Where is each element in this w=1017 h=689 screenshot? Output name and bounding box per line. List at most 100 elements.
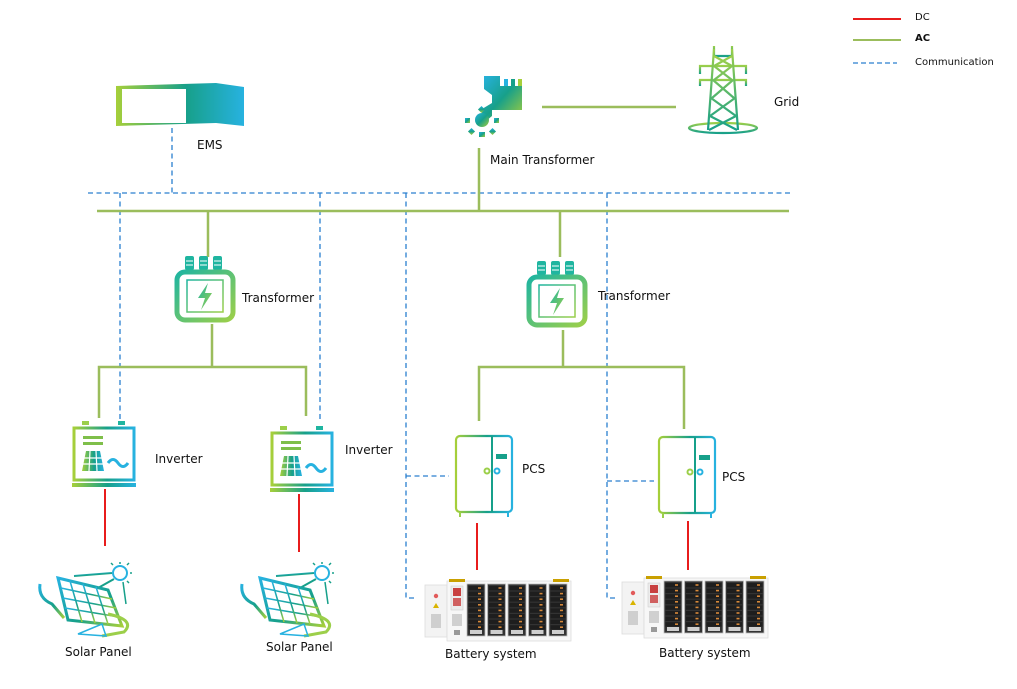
battery-module-led — [695, 595, 699, 597]
battery-module — [550, 591, 566, 596]
battery-vent — [431, 614, 441, 628]
battery-indicator — [433, 593, 439, 599]
battery-module — [706, 599, 722, 605]
battery-module — [530, 597, 545, 602]
battery-module — [747, 594, 763, 599]
battery-module — [727, 616, 742, 621]
battery-module-led — [675, 595, 678, 597]
battery-module — [686, 583, 701, 588]
battery-module-led — [560, 604, 563, 606]
pcs-1-icon — [454, 434, 514, 517]
battery-module — [530, 619, 545, 624]
battery-module — [489, 619, 504, 624]
battery-module-led — [695, 601, 699, 603]
battery-hazard-stripe — [750, 576, 766, 579]
battery-module-led — [498, 598, 502, 600]
battery-warning — [433, 603, 439, 608]
ac-right-branch — [477, 365, 686, 429]
battery-module-led — [519, 587, 522, 589]
battery-module — [686, 616, 701, 621]
battery-module — [530, 586, 545, 591]
battery-rack-label — [708, 627, 720, 631]
solar-panel-2-label: Solar Panel — [266, 640, 333, 654]
battery-rack-label — [728, 627, 741, 631]
battery-module-led — [716, 612, 719, 614]
battery-module — [706, 594, 722, 599]
battery-module — [530, 602, 545, 608]
battery-module — [530, 591, 545, 596]
solar-panel-1-label: Solar Panel — [65, 645, 132, 659]
battery-hazard-stripe — [646, 576, 662, 579]
battery-module-led — [498, 620, 502, 623]
battery-module-led — [757, 617, 760, 620]
battery-module — [489, 625, 504, 630]
battery-module-led — [519, 615, 522, 617]
battery-module-led — [519, 604, 522, 606]
battery-module — [550, 619, 566, 624]
battery-rack-label — [749, 627, 761, 631]
battery-grille — [452, 614, 462, 626]
battery-module-led — [675, 589, 678, 592]
battery-module-led — [675, 584, 678, 586]
battery-module-led — [478, 626, 481, 628]
legend-dc-label: DC — [915, 12, 930, 23]
battery-module — [509, 608, 525, 613]
battery-module-led — [757, 623, 760, 625]
battery-module — [686, 594, 701, 599]
battery-module-led — [498, 587, 502, 589]
battery-module-led — [539, 620, 543, 623]
battery-module — [550, 597, 566, 602]
battery-module-led — [560, 609, 563, 612]
ems-label: EMS — [197, 138, 223, 152]
battery-module-led — [519, 620, 522, 623]
battery-module-led — [560, 592, 563, 595]
battery-module-led — [736, 606, 740, 609]
battery-warning — [630, 600, 636, 605]
battery-module — [706, 605, 722, 610]
communication-lines — [88, 128, 792, 599]
battery-module-led — [478, 598, 481, 600]
battery-module — [550, 614, 566, 619]
battery-module-led — [695, 606, 699, 609]
battery-display — [453, 598, 461, 606]
dc-lines — [104, 489, 689, 570]
battery-module-led — [478, 609, 481, 612]
battery-module — [686, 622, 701, 627]
battery-module — [468, 591, 484, 596]
battery-module-led — [560, 626, 563, 628]
battery-1-label: Battery system — [445, 647, 537, 661]
battery-hazard-stripe — [449, 579, 465, 582]
battery-rack-label — [490, 630, 503, 634]
ac-left-branch — [97, 365, 308, 418]
battery-module — [747, 616, 763, 621]
battery-module-led — [695, 617, 699, 620]
battery-rack-label — [470, 630, 482, 634]
battery-module — [489, 597, 504, 602]
battery-module — [665, 588, 681, 593]
transformer-left-icon — [174, 256, 236, 323]
transformer-left-label: Transformer — [242, 291, 315, 305]
solar-panel-1-icon — [38, 562, 132, 638]
battery-module-led — [716, 617, 719, 620]
battery-display — [453, 588, 461, 596]
battery-module-led — [675, 606, 678, 609]
battery-module-led — [675, 617, 678, 620]
main-transformer-label: Main Transformer — [490, 153, 595, 167]
battery-module — [468, 614, 484, 619]
battery-module — [727, 594, 742, 599]
legend — [853, 18, 901, 64]
battery-module-led — [478, 620, 481, 623]
battery-module — [468, 586, 484, 591]
transformer-right-label: Transformer — [598, 289, 671, 303]
battery-module — [665, 599, 681, 605]
legend-ac-label: AC — [915, 33, 931, 44]
comm-pcs1-battery1 — [405, 193, 415, 599]
battery-module-led — [539, 598, 543, 600]
battery-grille — [649, 611, 659, 623]
battery-module-led — [478, 615, 481, 617]
battery-module — [489, 586, 504, 591]
battery-module — [665, 583, 681, 588]
battery-module — [727, 605, 742, 610]
battery-module — [706, 611, 722, 616]
